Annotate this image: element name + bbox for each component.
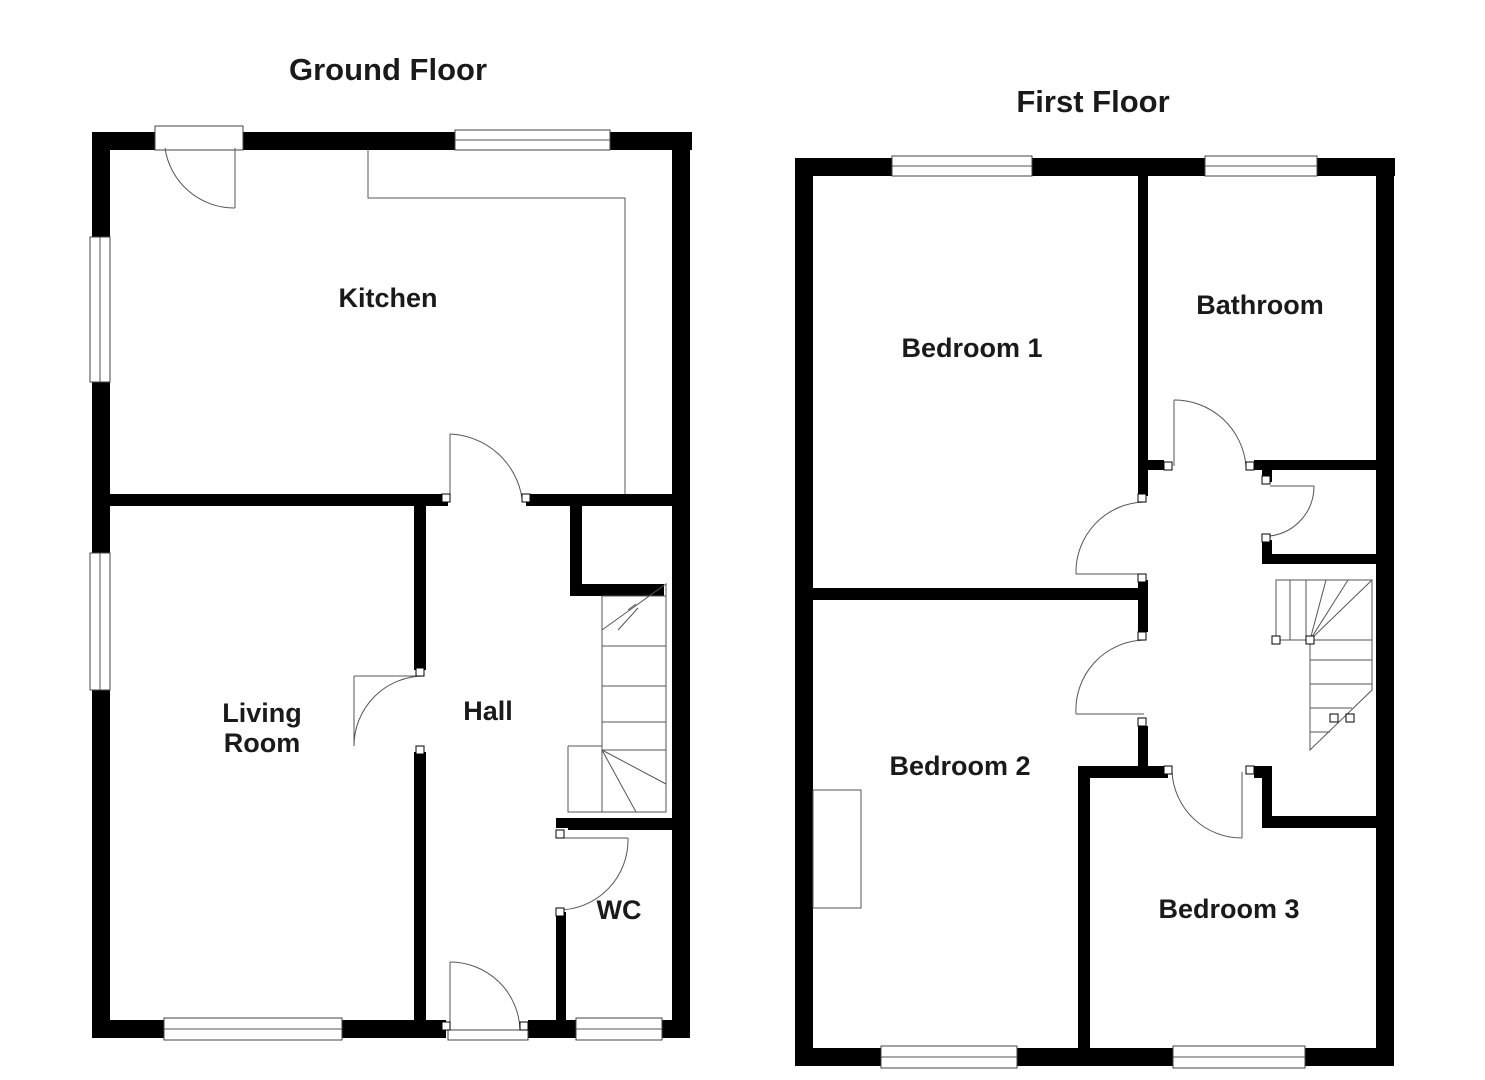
wardrobe (812, 789, 862, 909)
room-label-hall: Hall (463, 696, 513, 726)
kitchen-worktop (367, 150, 626, 494)
first-floor-interior-walls (811, 174, 1378, 1050)
ground-floor-stairs (567, 583, 667, 813)
room-label-living-room: Living (222, 698, 302, 728)
room-label-bathroom: Bathroom (1196, 290, 1324, 320)
room-label-living-room-line2: Room (224, 728, 301, 758)
ground-floor-title: Ground Floor (289, 52, 487, 87)
door-opening (154, 125, 244, 151)
first-floor-stairs (1271, 579, 1373, 752)
first-floor-doors (1075, 399, 1315, 839)
ground-floor-windows (89, 129, 663, 1041)
first-floor: First Floor (795, 84, 1395, 1069)
first-floor-windows (880, 155, 1318, 1069)
room-label-wc: WC (597, 895, 642, 925)
room-label-bedroom-2: Bedroom 2 (889, 751, 1030, 781)
ground-floor: Ground Floor (89, 52, 692, 1041)
room-label-bedroom-3: Bedroom 3 (1158, 894, 1299, 924)
ground-floor-doors (154, 125, 629, 1041)
first-floor-title: First Floor (1016, 84, 1169, 119)
room-label-bedroom-1: Bedroom 1 (901, 333, 1042, 363)
room-label-kitchen: Kitchen (338, 283, 437, 313)
ground-floor-interior-walls (108, 494, 674, 1022)
